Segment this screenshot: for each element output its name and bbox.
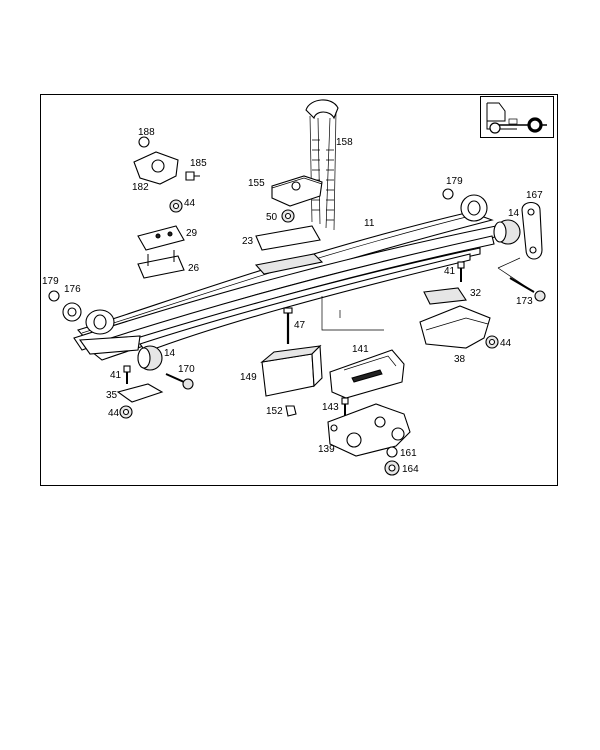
bolt-173	[497, 267, 546, 302]
u-bolt	[305, 99, 339, 231]
spring-plate	[255, 225, 321, 251]
label-29: 29	[186, 228, 198, 239]
label-155: 155	[248, 178, 265, 189]
label-44-top: 44	[184, 198, 196, 209]
clamp-plate	[271, 175, 323, 207]
label-14-right: 14	[508, 208, 520, 219]
label-185: 185	[190, 158, 207, 169]
bolt-41-left	[123, 365, 131, 384]
label-47: 47	[294, 320, 306, 331]
pad-upper	[137, 225, 185, 251]
label-170: 170	[178, 364, 195, 375]
block-149	[260, 344, 323, 397]
shackle	[521, 201, 543, 260]
label-23: 23	[242, 236, 254, 247]
label-152: 152	[266, 406, 283, 417]
pad-32	[423, 287, 467, 305]
label-139: 139	[318, 444, 335, 455]
bracket-38	[419, 305, 491, 349]
diagram-frame	[40, 94, 558, 486]
label-41-left: 41	[110, 370, 122, 381]
pad-lower	[137, 255, 185, 279]
bolt-41-right	[457, 261, 465, 282]
label-143: 143	[322, 402, 339, 413]
label-179-right: 179	[446, 176, 463, 187]
label-141: 141	[352, 344, 369, 355]
label-35: 35	[106, 390, 118, 401]
label-44-right: 44	[500, 338, 512, 349]
bracket-139	[327, 403, 411, 457]
washer-161	[386, 446, 398, 458]
label-167: 167	[526, 190, 543, 201]
washer-left	[48, 290, 60, 302]
plate-141	[329, 349, 405, 399]
label-38: 38	[454, 354, 466, 365]
label-188: 188	[138, 127, 155, 138]
label-164: 164	[402, 464, 419, 475]
spring-bracket	[133, 136, 200, 185]
label-176: 176	[64, 284, 81, 295]
truck-rear-axle-icon	[486, 102, 547, 134]
label-32: 32	[470, 288, 482, 299]
washer-right	[442, 188, 454, 200]
label-26: 26	[188, 263, 200, 274]
label-182: 182	[132, 182, 149, 193]
bolt-47	[283, 307, 293, 344]
label-161: 161	[400, 448, 417, 459]
pad-35	[116, 383, 164, 403]
label-50: 50	[266, 212, 278, 223]
part-number-labels: 188 185 182 44 29 26 158 155 50 23 11 17…	[42, 127, 543, 475]
label-179-left: 179	[42, 276, 59, 287]
label-44-left: 44	[108, 408, 120, 419]
vehicle-location-thumbnail	[480, 96, 554, 138]
label-149: 149	[240, 372, 257, 383]
label-14-left: 14	[164, 348, 176, 359]
bolt-170	[165, 373, 194, 390]
leaf-spring	[73, 194, 501, 361]
label-11: 11	[364, 218, 375, 229]
part-152	[285, 405, 297, 417]
label-158: 158	[336, 137, 353, 148]
label-41-right: 41	[444, 266, 456, 277]
label-173: 173	[516, 296, 533, 307]
